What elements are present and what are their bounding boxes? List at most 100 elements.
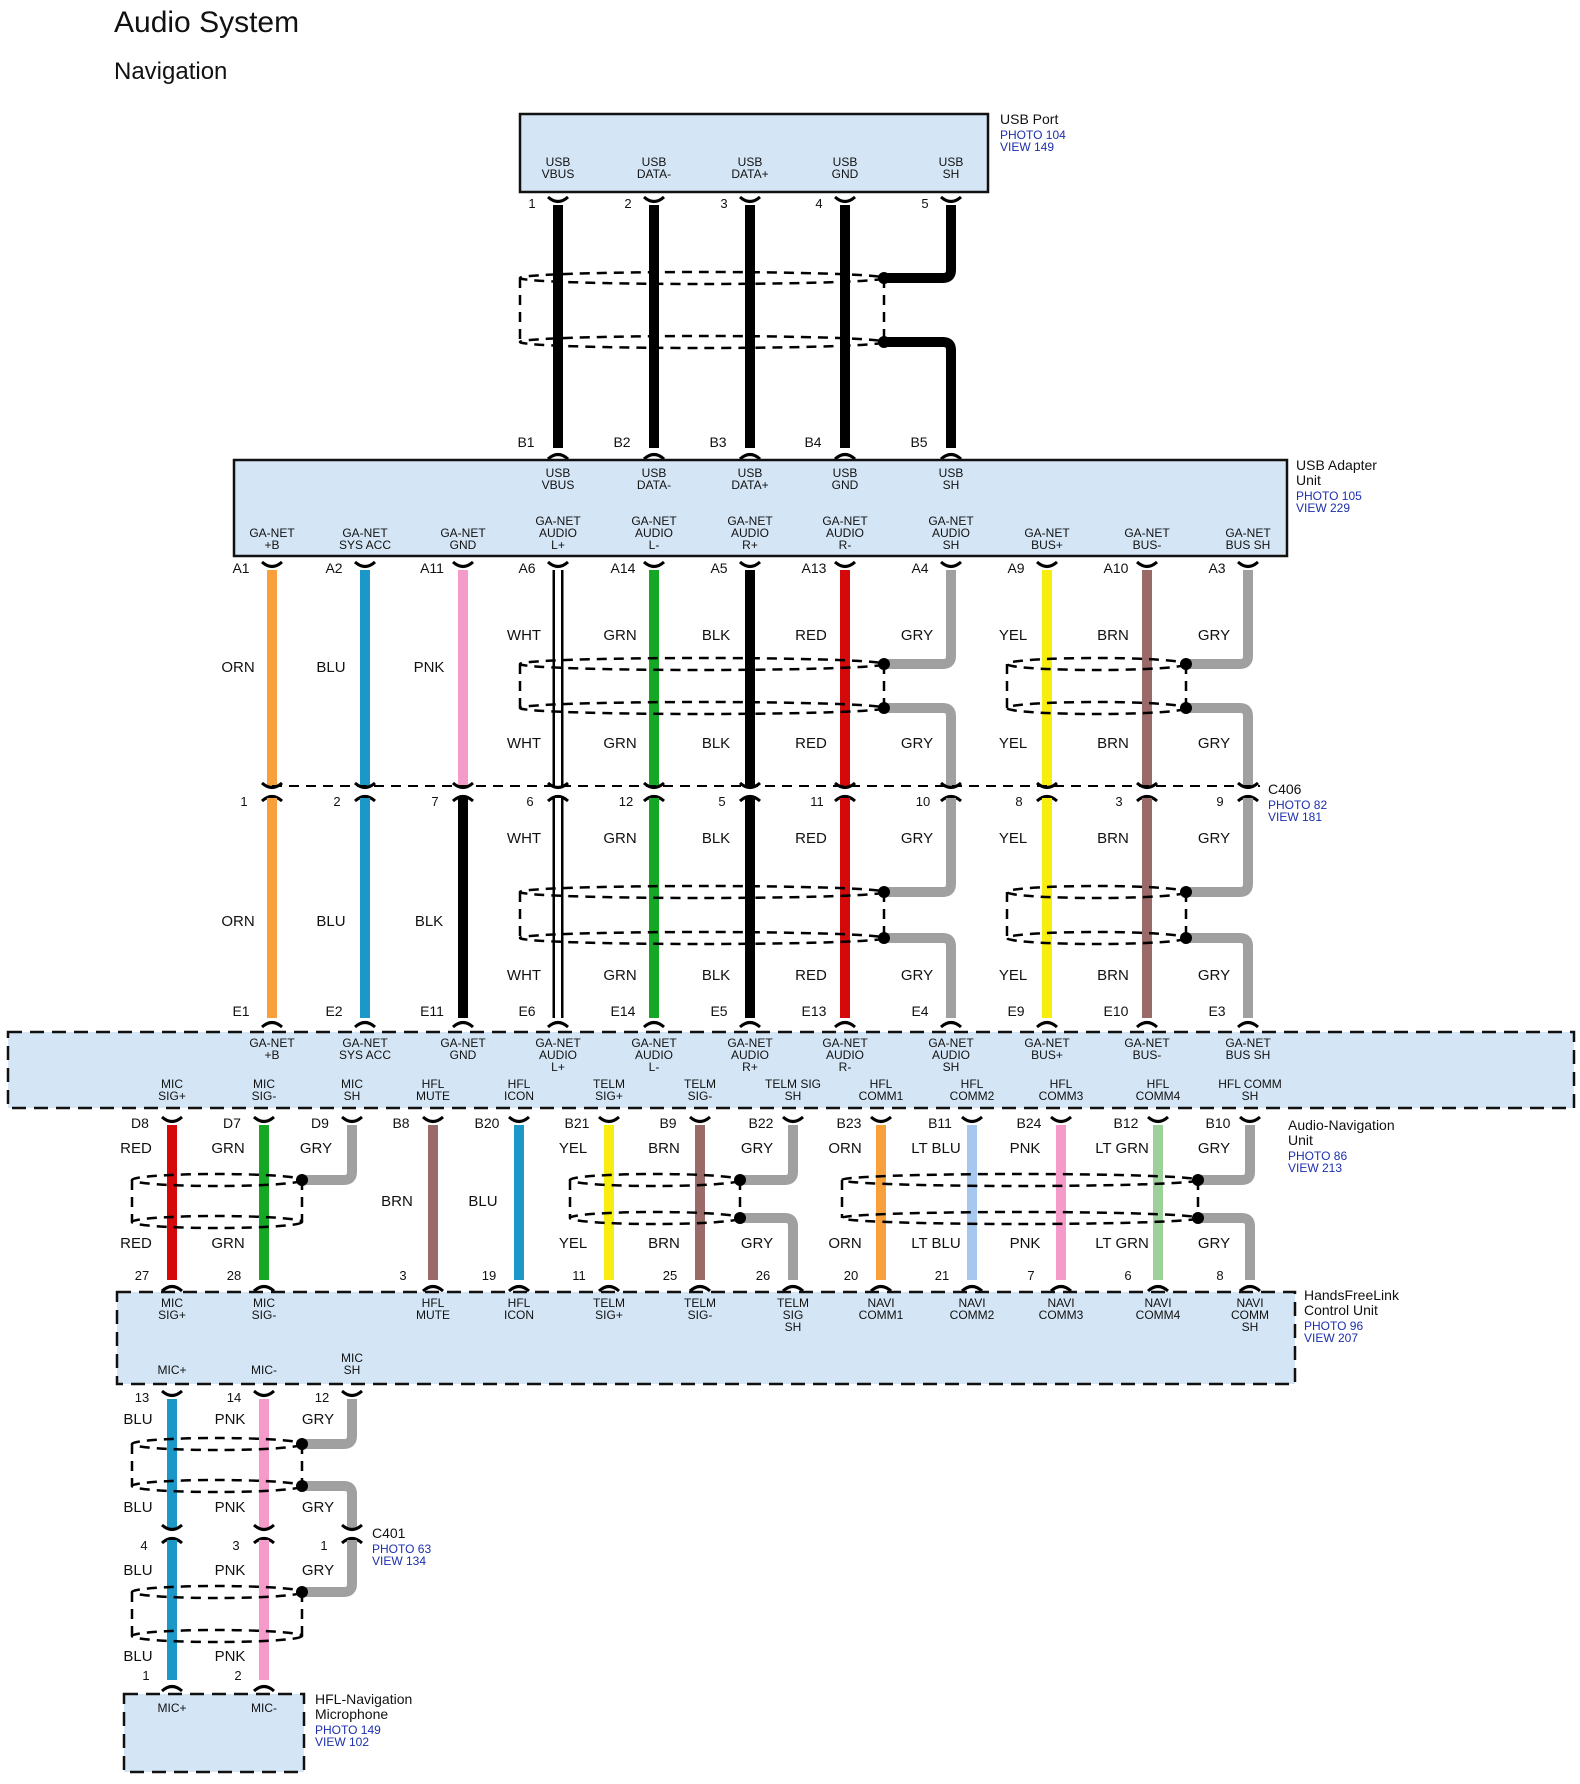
wire-color-label: YEL [559,1235,587,1252]
usb-port-pin-number: 1 [528,196,535,211]
c406-pin-number: 7 [431,794,438,809]
audio-nav-pin-label: SH [943,1060,960,1074]
hfl-control-pin-number: 21 [935,1268,949,1283]
wire-color-label: LT GRN [1095,1140,1149,1157]
c406-terminal [833,781,857,789]
wire-color-label: RED [120,1235,152,1252]
hfl-control-pin-number: 6 [1124,1268,1131,1283]
wire-color-label: GRY [901,735,933,752]
c401-photo-link: PHOTO 63 [372,1542,431,1556]
shield-ellipse [518,884,886,900]
audio-nav-box [6,1030,1576,1110]
audio-nav-pin-label: R- [839,1060,852,1074]
usb-adapter-pin-label: GND [832,478,859,492]
wire-color-label: BRN [1097,627,1129,644]
wire-color-label: GRN [211,1235,244,1252]
usb-adapter-pin-label: SH [943,478,960,492]
audio-nav-pin-label: GA-NET [727,1036,773,1050]
c406-terminal [642,781,666,789]
hfl-control-terminal [1146,1285,1170,1293]
wire-color-label: GRY [1198,967,1230,984]
hfl-control-pin-label: MIC+ [157,1363,186,1377]
c406-terminal [1236,781,1260,789]
audio-nav-pin-label: MUTE [416,1089,450,1103]
usb-adapter-pin-label: SYS ACC [339,538,391,552]
hfl-control-photo-link: PHOTO 96 [1304,1319,1363,1333]
audio-nav-pin-label: GA-NET [342,1036,388,1050]
wire-color-label: WHT [507,967,541,984]
audio-nav-pin-label: SIG- [252,1089,277,1103]
hfl-control-terminal [869,1285,893,1293]
usb-adapter-pin-label: R+ [742,538,758,552]
wire-color-label: GRN [603,735,636,752]
c406-terminal [451,781,475,789]
drain-wire [1186,570,1253,669]
usb-port-pin-label: SH [943,167,960,181]
hfl-control-pin-label: NAVI [1047,1296,1074,1310]
c406-terminal [260,795,284,803]
microphone-box [122,1692,306,1774]
usb-adapter-terminal-number: B2 [613,434,630,450]
hfl-control-pin-label: MIC [253,1296,275,1310]
shield-dot [296,1586,308,1598]
audio-nav-terminal-number: E10 [1104,1003,1129,1019]
usb-adapter-pin-label: +B [264,538,279,552]
usb-adapter-terminal-number: A11 [420,560,444,576]
shield-ellipse [518,334,886,350]
shield-dot [1180,932,1192,944]
audio-nav-terminal-number: E2 [325,1003,342,1019]
c406-view-link: VIEW 181 [1268,810,1322,824]
usb-adapter-terminal [546,560,570,568]
audio-nav-pin-label: GA-NET [535,1036,581,1050]
usb-port-terminal [738,195,762,203]
audio-nav-pin-label: HFL [508,1077,531,1091]
c406-pin-number: 5 [718,794,725,809]
usb-adapter-terminal-number: A14 [611,560,636,576]
wire-color-label: BLK [702,967,730,984]
audio-nav-terminal-number: B24 [1017,1115,1042,1131]
c401-name: C401 [372,1525,406,1541]
shield-ellipse [518,656,886,672]
c406-terminal [1135,781,1159,789]
microphone-name: Microphone [315,1706,388,1722]
usb-adapter-box [232,458,1289,558]
audio-nav-pin-label: HFL [1147,1077,1170,1091]
c401-pin-number: 3 [232,1538,239,1553]
hfl-control-pin-label: COMM2 [950,1308,995,1322]
wire-color-label: BLK [702,735,730,752]
microphone-pin-label: MIC- [251,1701,277,1715]
c401-terminal [160,1537,184,1545]
usb-adapter-pin-label: USB [546,466,571,480]
audio-nav-terminal [421,1115,445,1123]
audio-nav-pin-label: BUS SH [1226,1048,1271,1062]
shield-dot [878,932,890,944]
shield-ellipse [130,1436,304,1452]
usb-port-photo-link: PHOTO 104 [1000,128,1066,142]
wire-color-label: BRN [1097,967,1129,984]
audio-nav-pin-label: GA-NET [822,1036,868,1050]
drain-wire [1198,1213,1255,1280]
usb-adapter-pin-label: VBUS [542,478,575,492]
hfl-control-terminal [688,1285,712,1293]
c406-terminal [546,795,570,803]
wire-color-label: BLU [123,1411,152,1428]
hfl-control-pin-label: NAVI [958,1296,985,1310]
shield-dot [1192,1174,1204,1186]
audio-nav-pin-label: GA-NET [440,1036,486,1050]
usb-port-pin-number: 2 [624,196,631,211]
usb-adapter-pin-label: USB [642,466,667,480]
audio-nav-pin-label: GA-NET [928,1036,974,1050]
audio-nav-pin-label: GA-NET [1024,1036,1070,1050]
usb-adapter-pin-label: GA-NET [1225,526,1271,540]
shield-dot [1180,702,1192,714]
audio-nav-terminal-number: B12 [1114,1115,1139,1131]
audio-nav-pin-label: SH [1242,1089,1259,1103]
hfl-control-pin-number: 26 [756,1268,770,1283]
c401-terminal [252,1537,276,1545]
hfl-control-terminal [160,1389,184,1397]
audio-nav-pin-label: GA-NET [631,1036,677,1050]
c401-terminal [160,1523,184,1531]
usb-port-pin-label: DATA- [637,167,671,181]
shield-ellipse [840,1172,1200,1188]
